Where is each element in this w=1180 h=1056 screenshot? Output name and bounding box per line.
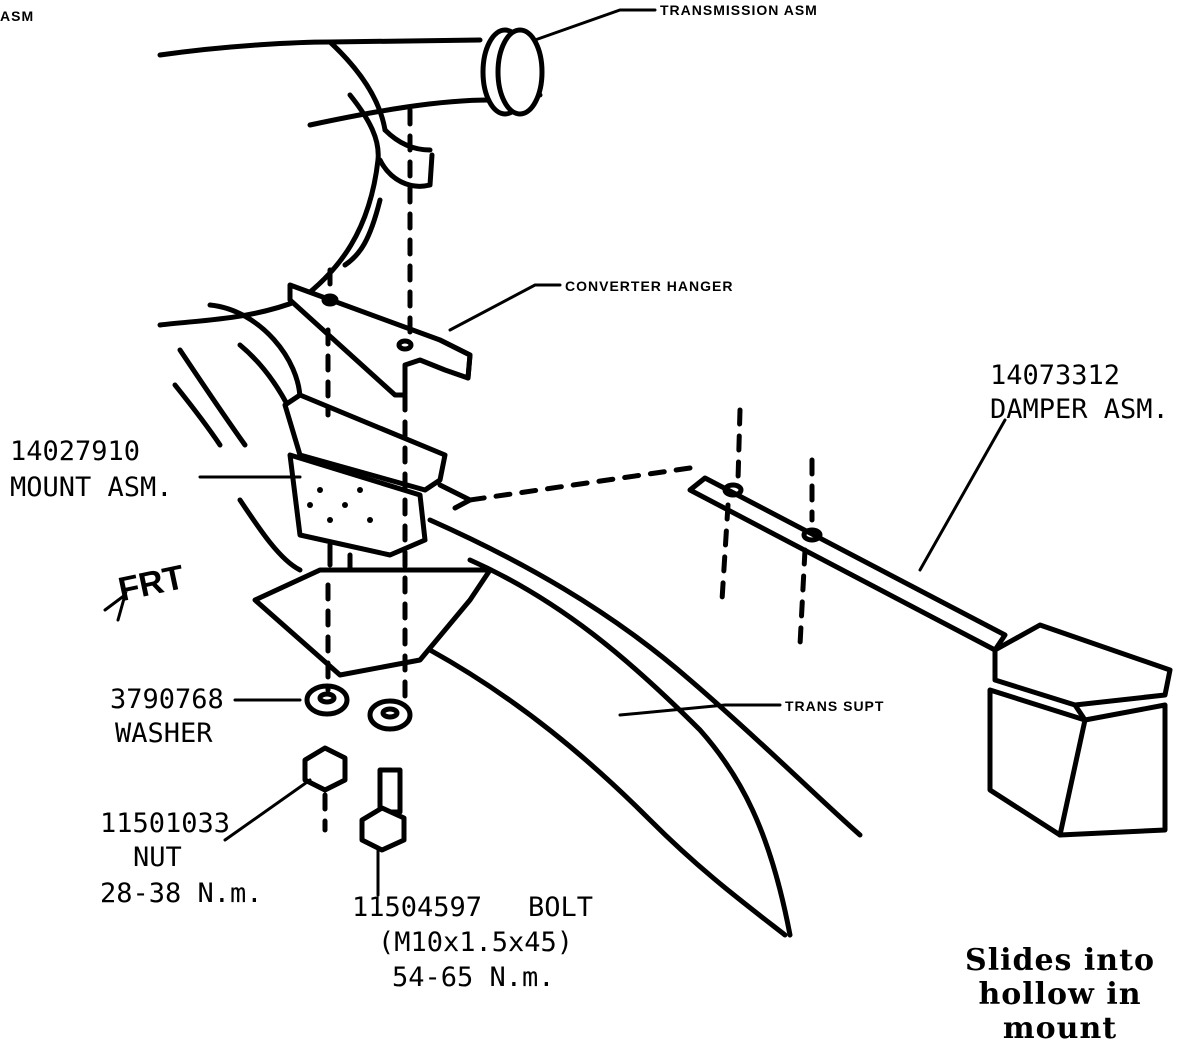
transmission-housing: [157, 27, 545, 328]
handwritten-note: Slides into hollow in mount: [940, 944, 1180, 1046]
transmission-label: TRANSMISSION ASM: [660, 2, 818, 18]
mount-name: MOUNT ASM.: [10, 472, 173, 503]
leader-lines: [103, 8, 1007, 897]
fasteners: [302, 683, 413, 853]
trans-support-label: TRANS SUPT: [785, 698, 885, 714]
converter-hanger: [287, 282, 473, 398]
bolt-part-number: 11504597: [352, 892, 483, 923]
corner-asm-label: ASM: [0, 8, 35, 24]
mount-assembly: [252, 392, 493, 678]
washer-name: WASHER: [115, 718, 213, 749]
nut-part-number: 11501033: [100, 808, 231, 839]
nut-name: NUT: [133, 842, 182, 873]
note-line-3: mount: [1002, 1011, 1118, 1046]
damper-assembly: [687, 475, 1173, 838]
damper-part-number: 14073312: [990, 360, 1121, 391]
bolt-size: (M10x1.5x45): [378, 927, 574, 958]
bolt-torque: 54-65 N.m.: [392, 962, 555, 993]
note-line-2: hollow in: [978, 977, 1142, 1012]
converter-hanger-label: CONVERTER HANGER: [565, 278, 734, 294]
washer-part-number: 3790768: [110, 684, 224, 715]
nut-torque: 28-38 N.m.: [100, 878, 263, 909]
assembly-lines: [322, 107, 815, 833]
note-line-1: Slides into: [965, 943, 1155, 978]
damper-name: DAMPER ASM.: [990, 394, 1169, 425]
frame-contours: [172, 302, 863, 938]
mount-part-number: 14027910: [10, 436, 141, 467]
bolt-name: BOLT: [528, 892, 594, 923]
